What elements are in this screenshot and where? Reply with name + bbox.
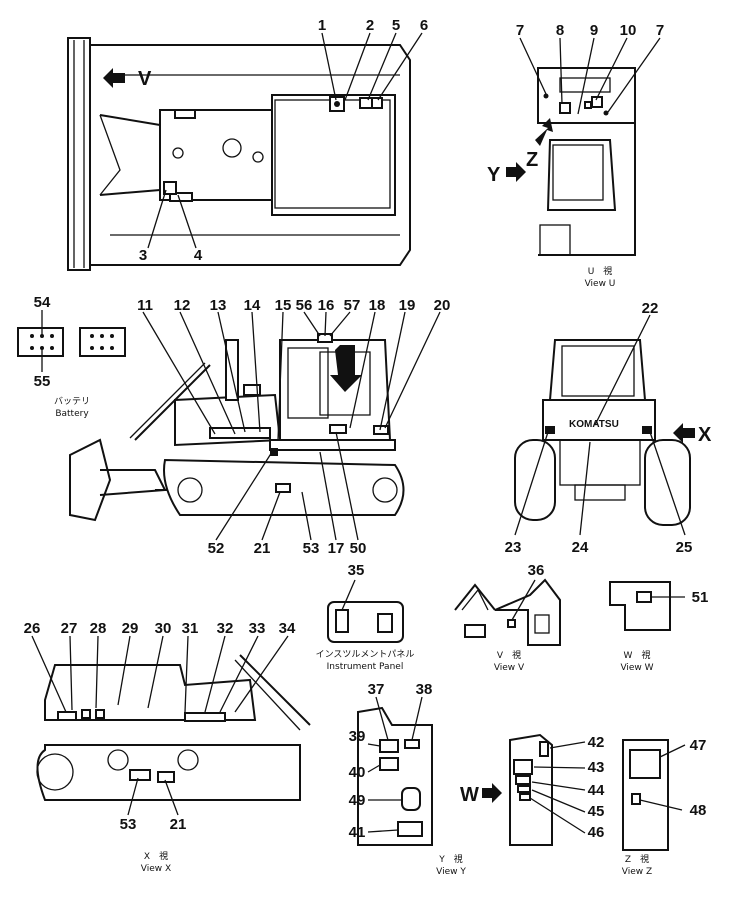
callout-32: 32	[217, 620, 234, 637]
komatsu-brand-decal: KOMATSU	[569, 419, 619, 430]
callout-30: 30	[155, 620, 172, 637]
callout-4: 4	[194, 247, 203, 264]
callout-52: 52	[208, 540, 225, 557]
svg-text:Y: Y	[487, 164, 501, 186]
callout-17: 17	[328, 540, 345, 557]
instrument-panel-drawing	[327, 601, 404, 643]
callout-39: 39	[349, 728, 366, 745]
svg-text:X: X	[698, 424, 712, 446]
arrow-w: W	[460, 783, 502, 806]
callout-53-x: 53	[120, 816, 137, 833]
arrow-x: X	[673, 423, 712, 446]
view-w-caption-jp: W 視	[624, 649, 651, 661]
view-x-caption-jp: X 視	[144, 850, 168, 862]
view-w-drawing	[609, 581, 671, 631]
callout-16: 16	[318, 297, 335, 314]
callout-28: 28	[90, 620, 107, 637]
callout-43: 43	[588, 759, 605, 776]
top-view	[67, 37, 411, 271]
callout-40: 40	[349, 764, 366, 781]
view-u-caption-jp: U 視	[588, 265, 613, 277]
callout-3: 3	[139, 247, 147, 264]
callout-57: 57	[344, 297, 361, 314]
callout-31: 31	[182, 620, 199, 637]
callout-23: 23	[505, 539, 522, 556]
view-x-caption-en: View X	[141, 864, 171, 874]
callout-7-left: 7	[516, 22, 524, 39]
panel-caption-en: Instrument Panel	[327, 662, 404, 672]
view-w-caption-en: View W	[620, 663, 653, 673]
callout-34: 34	[279, 620, 296, 637]
callout-6: 6	[420, 17, 428, 34]
callout-2: 2	[366, 17, 374, 34]
arrow-y-to-u: Y Z	[487, 118, 553, 186]
callout-56: 56	[296, 297, 313, 314]
callout-15: 15	[275, 297, 292, 314]
callout-26: 26	[24, 620, 41, 637]
view-z-caption-jp: Z 視	[625, 853, 649, 865]
battery-caption-jp: バッテリ	[54, 396, 90, 407]
callout-12: 12	[174, 297, 191, 314]
callout-1: 1	[318, 17, 326, 34]
callout-44: 44	[588, 782, 605, 799]
callout-50: 50	[350, 540, 367, 557]
callout-29: 29	[122, 620, 139, 637]
view-z-caption-en: View Z	[622, 867, 652, 877]
panel-caption-jp: インスツルメントパネル	[316, 649, 415, 660]
callout-41: 41	[349, 824, 366, 841]
callout-46: 46	[588, 824, 605, 841]
callout-21-side: 21	[254, 540, 271, 557]
callout-54: 54	[34, 294, 51, 311]
callout-45: 45	[588, 803, 605, 820]
callout-38: 38	[416, 681, 433, 698]
callout-55: 55	[34, 373, 51, 390]
callout-33: 33	[249, 620, 266, 637]
view-x-drawing	[36, 654, 311, 801]
view-y-side-drawing	[509, 733, 553, 846]
callout-22: 22	[642, 300, 659, 317]
view-y-caption-en: View Y	[436, 867, 466, 877]
side-view	[69, 333, 405, 522]
view-y-drawing	[357, 706, 433, 846]
callout-21-x: 21	[170, 816, 187, 833]
callout-48: 48	[690, 802, 707, 819]
view-u-caption-en: View U	[585, 279, 616, 289]
callout-11: 11	[137, 297, 153, 314]
callout-9: 9	[590, 22, 598, 39]
callout-35: 35	[348, 562, 365, 579]
svg-text:Z: Z	[526, 149, 538, 171]
callout-53-side: 53	[303, 540, 320, 557]
callout-5: 5	[392, 17, 400, 34]
callout-27: 27	[61, 620, 78, 637]
callout-18: 18	[369, 297, 386, 314]
callout-49: 49	[349, 792, 366, 809]
arrow-v: V	[103, 68, 152, 90]
svg-text:W: W	[460, 784, 479, 806]
view-v-drawing	[454, 578, 561, 646]
battery-caption-en: Battery	[55, 409, 89, 419]
callout-24: 24	[572, 539, 589, 556]
callout-10: 10	[620, 22, 637, 39]
callout-36: 36	[528, 562, 545, 579]
callout-51: 51	[692, 589, 709, 606]
callout-47: 47	[690, 737, 707, 754]
svg-text:V: V	[138, 68, 152, 90]
callout-37: 37	[368, 681, 385, 698]
battery-decals	[17, 327, 126, 357]
view-u-drawing	[537, 67, 636, 256]
view-y-caption-jp: Y 視	[438, 853, 463, 865]
callout-20: 20	[434, 297, 451, 314]
callout-8: 8	[556, 22, 564, 39]
callout-42: 42	[588, 734, 605, 751]
view-v-caption-jp: V 視	[497, 649, 521, 661]
view-v-caption-en: View V	[494, 663, 525, 673]
callout-25: 25	[676, 539, 693, 556]
view-z-drawing	[622, 739, 669, 851]
callout-14: 14	[244, 297, 261, 314]
callout-19: 19	[399, 297, 416, 314]
callout-13: 13	[210, 297, 227, 314]
callout-7-right: 7	[656, 22, 664, 39]
rear-view	[514, 339, 691, 526]
